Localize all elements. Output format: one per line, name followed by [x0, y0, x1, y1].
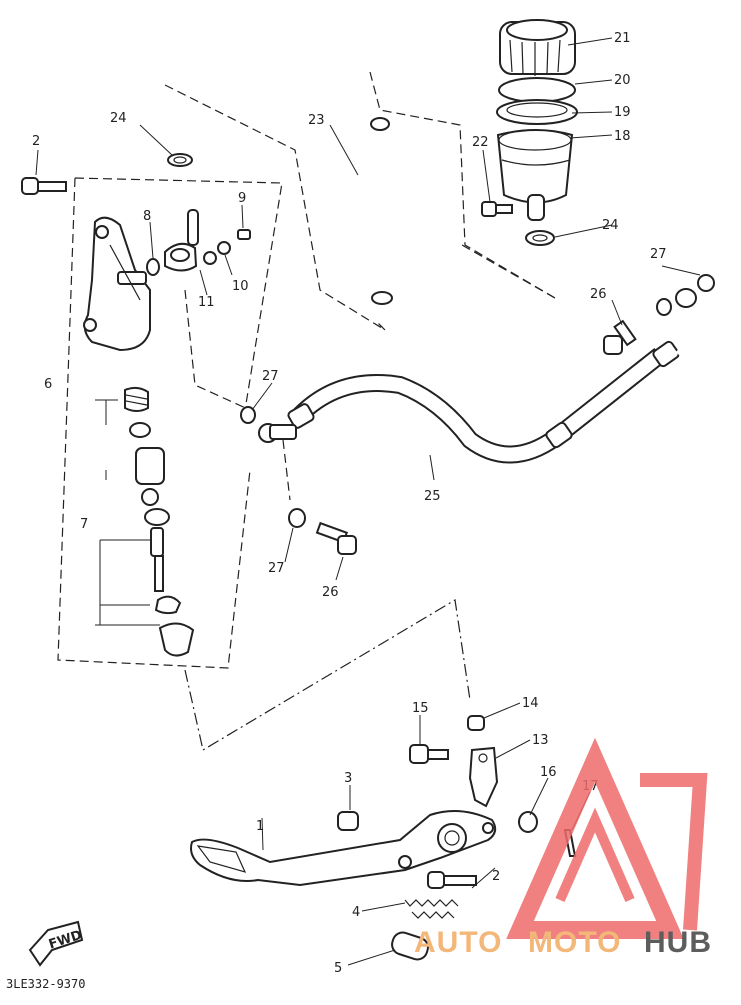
callout-2-lower: 2 — [492, 869, 500, 884]
hose-clip-24-lower — [525, 230, 555, 246]
piston-kit-7 — [124, 386, 195, 657]
watermark-text-moto: MOTO — [528, 926, 621, 959]
callout-13: 13 — [532, 733, 549, 748]
callout-22: 22 — [472, 135, 489, 150]
callout-5: 5 — [334, 961, 342, 976]
callout-16: 16 — [540, 765, 557, 780]
leader-lines — [35, 37, 701, 966]
callout-20: 20 — [614, 73, 631, 88]
callout-11: 11 — [198, 295, 215, 310]
watermark-text-auto: AUTO — [414, 926, 502, 959]
callout-6: 6 — [44, 377, 52, 392]
master-cylinder-6 — [83, 216, 151, 352]
o-ring-8 — [146, 258, 160, 276]
callout-18: 18 — [614, 129, 631, 144]
callout-4: 4 — [352, 905, 360, 920]
callout-1: 1 — [256, 819, 264, 834]
reservoir-cap-21 — [499, 19, 576, 76]
fwd-arrow-icon: FWD — [28, 920, 84, 967]
hose-fitting-11 — [164, 209, 199, 272]
callout-23: 23 — [308, 113, 325, 128]
bracket-lines-6-7 — [95, 399, 160, 626]
washer-27-lower — [288, 508, 306, 528]
bolt-15 — [409, 744, 449, 764]
spring-4 — [404, 899, 459, 919]
watermark-logo-icon — [506, 737, 708, 939]
assembly-outlines — [57, 71, 556, 751]
nut-14 — [467, 715, 485, 731]
hose-clip-24-upper — [167, 153, 193, 167]
pin-16 — [518, 811, 538, 833]
callout-7: 7 — [80, 517, 88, 532]
callout-21: 21 — [614, 31, 631, 46]
brake-hose-25 — [258, 288, 698, 464]
callout-14: 14 — [522, 696, 539, 711]
callout-3: 3 — [344, 771, 352, 786]
brake-pedal-1 — [190, 810, 497, 887]
callout-27-right: 27 — [650, 247, 667, 262]
reservoir-tank-18 — [496, 129, 574, 221]
callout-26-right: 26 — [590, 287, 607, 302]
bolt-2-lower — [427, 871, 477, 889]
callout-24-upper: 24 — [110, 111, 127, 126]
reservoir-plate-20 — [498, 77, 576, 103]
washer-27-right — [656, 274, 715, 316]
callout-15: 15 — [412, 701, 429, 716]
callout-27-lower: 27 — [268, 561, 285, 576]
bolt-26-lower — [315, 521, 357, 555]
clevis-13 — [468, 746, 499, 808]
callout-2-upper: 2 — [32, 134, 40, 149]
callout-24-lower: 24 — [602, 218, 619, 233]
bolt-2-upper — [21, 177, 67, 195]
callout-9: 9 — [238, 191, 246, 206]
cap-5 — [391, 931, 429, 961]
callout-25: 25 — [424, 489, 441, 504]
reservoir-diaphragm-19 — [496, 99, 578, 125]
screw-9 — [237, 229, 251, 240]
diagram-code: 3LE332-9370 — [6, 977, 85, 991]
reservoir-hose-23 — [346, 117, 394, 305]
callout-19: 19 — [614, 105, 631, 120]
watermark-text: AUTO MOTO HUB — [414, 926, 712, 959]
callout-26-lower: 26 — [322, 585, 339, 600]
callout-8: 8 — [143, 209, 151, 224]
washer-27-left — [240, 406, 256, 424]
watermark-text-hub: HUB — [644, 926, 712, 959]
callout-10: 10 — [232, 279, 249, 294]
nut-3 — [337, 811, 359, 831]
bolt-26-right — [603, 319, 637, 355]
bolt-22 — [481, 201, 513, 217]
washer-10 — [203, 241, 231, 265]
callout-27-left: 27 — [262, 369, 279, 384]
